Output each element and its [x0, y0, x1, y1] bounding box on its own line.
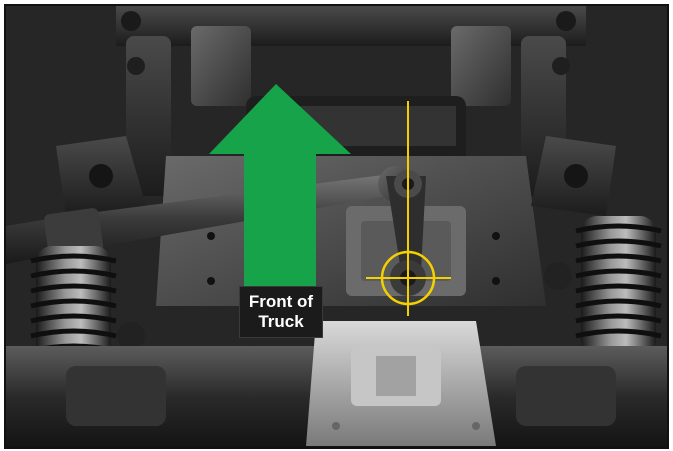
- illustration-frame: Front of Truck: [4, 4, 669, 449]
- ball-joint-left: [117, 322, 145, 350]
- truck-chassis-illustration: [6, 6, 667, 447]
- label-line-2: Truck: [258, 312, 304, 331]
- label-line-1: Front of: [248, 292, 314, 311]
- front-axle: [6, 321, 667, 447]
- chassis-plate: [156, 156, 546, 306]
- up-arrow-icon: [209, 84, 351, 288]
- crosshair-target-icon: [366, 101, 451, 316]
- front-of-truck-label: Front of Truck: [239, 286, 323, 338]
- right-shock-absorber: [575, 216, 662, 356]
- ball-joint-right: [544, 262, 572, 290]
- shock-towers: [56, 136, 616, 216]
